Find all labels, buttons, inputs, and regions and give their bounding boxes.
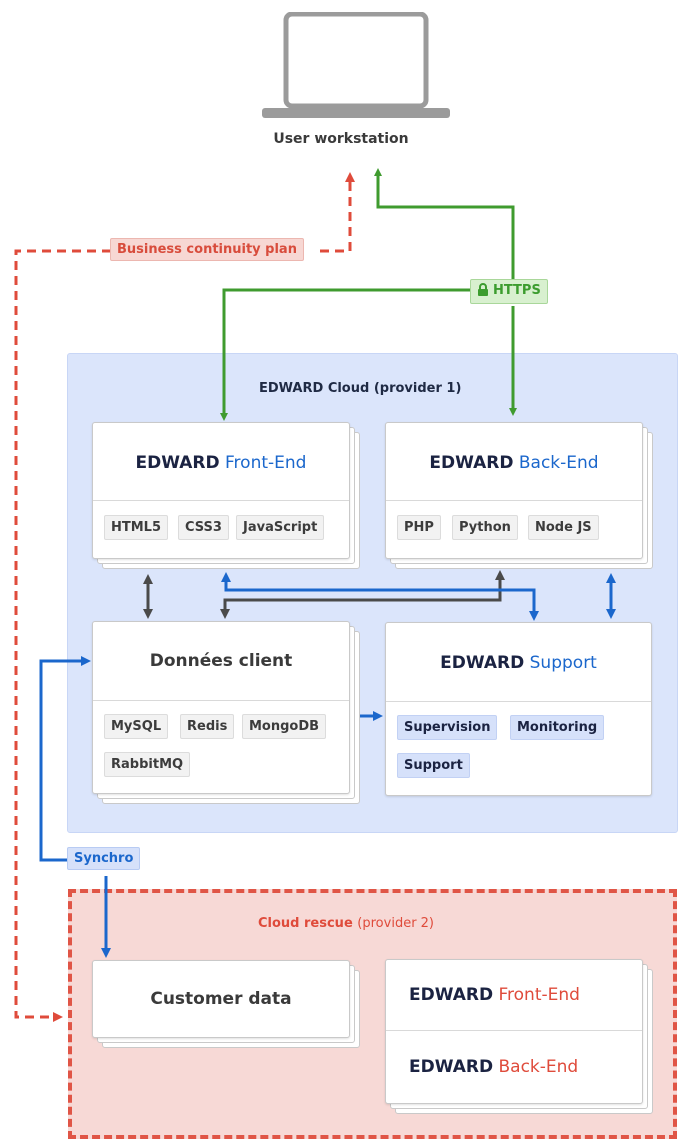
chip-rabbitmq: RabbitMQ [104,752,191,777]
laptop-icon [262,11,450,122]
chip-monitoring: Monitoring [510,715,605,740]
client-data-title: Données client [149,651,293,671]
chip-support: Support [397,753,470,778]
customer-data-title: Customer data [150,989,292,1009]
chip-mysql: MySQL [104,714,169,739]
data-backend-link [220,570,505,619]
frontend-title: EDWARD Front-End [135,453,307,473]
cloud-zone-title: EDWARD Cloud (provider 1) [259,381,462,396]
chip-mongodb: MongoDB [242,714,327,739]
chip-javascript: JavaScript [236,515,325,540]
chip-html5: HTML5 [104,515,169,540]
chip-redis: Redis [180,714,235,739]
bcp-line-rescue [14,249,111,1022]
synchro-label: Synchro [67,847,141,870]
bcp-line-up [320,172,355,253]
synchro-line-up [39,656,91,862]
chip-php: PHP [397,515,441,540]
rescue-frontend-title: EDWARD Front-End [409,985,580,1005]
workstation-label: User workstation [273,131,409,147]
bcp-label: Business continuity plan [110,238,304,261]
https-line-workstation [374,168,515,290]
rescue-zone-title: Cloud rescue (provider 2) [258,916,434,931]
rescue-title-bold: Cloud rescue [258,916,353,931]
https-text: HTTPS [493,283,541,298]
rescue-backend-title: EDWARD Back-End [409,1057,579,1077]
front-support-link [221,572,539,621]
https-line-frontend [220,288,471,421]
backend-title: EDWARD Back-End [429,453,599,473]
chip-css3: CSS3 [178,515,229,540]
chip-python: Python [452,515,518,540]
rescue-title-rest: (provider 2) [357,916,435,931]
chip-nodejs: Node JS [528,515,599,540]
https-label: HTTPS [470,279,548,304]
lock-icon [477,283,489,300]
chip-supervision: Supervision [397,715,498,740]
support-title: EDWARD Support [440,653,597,673]
